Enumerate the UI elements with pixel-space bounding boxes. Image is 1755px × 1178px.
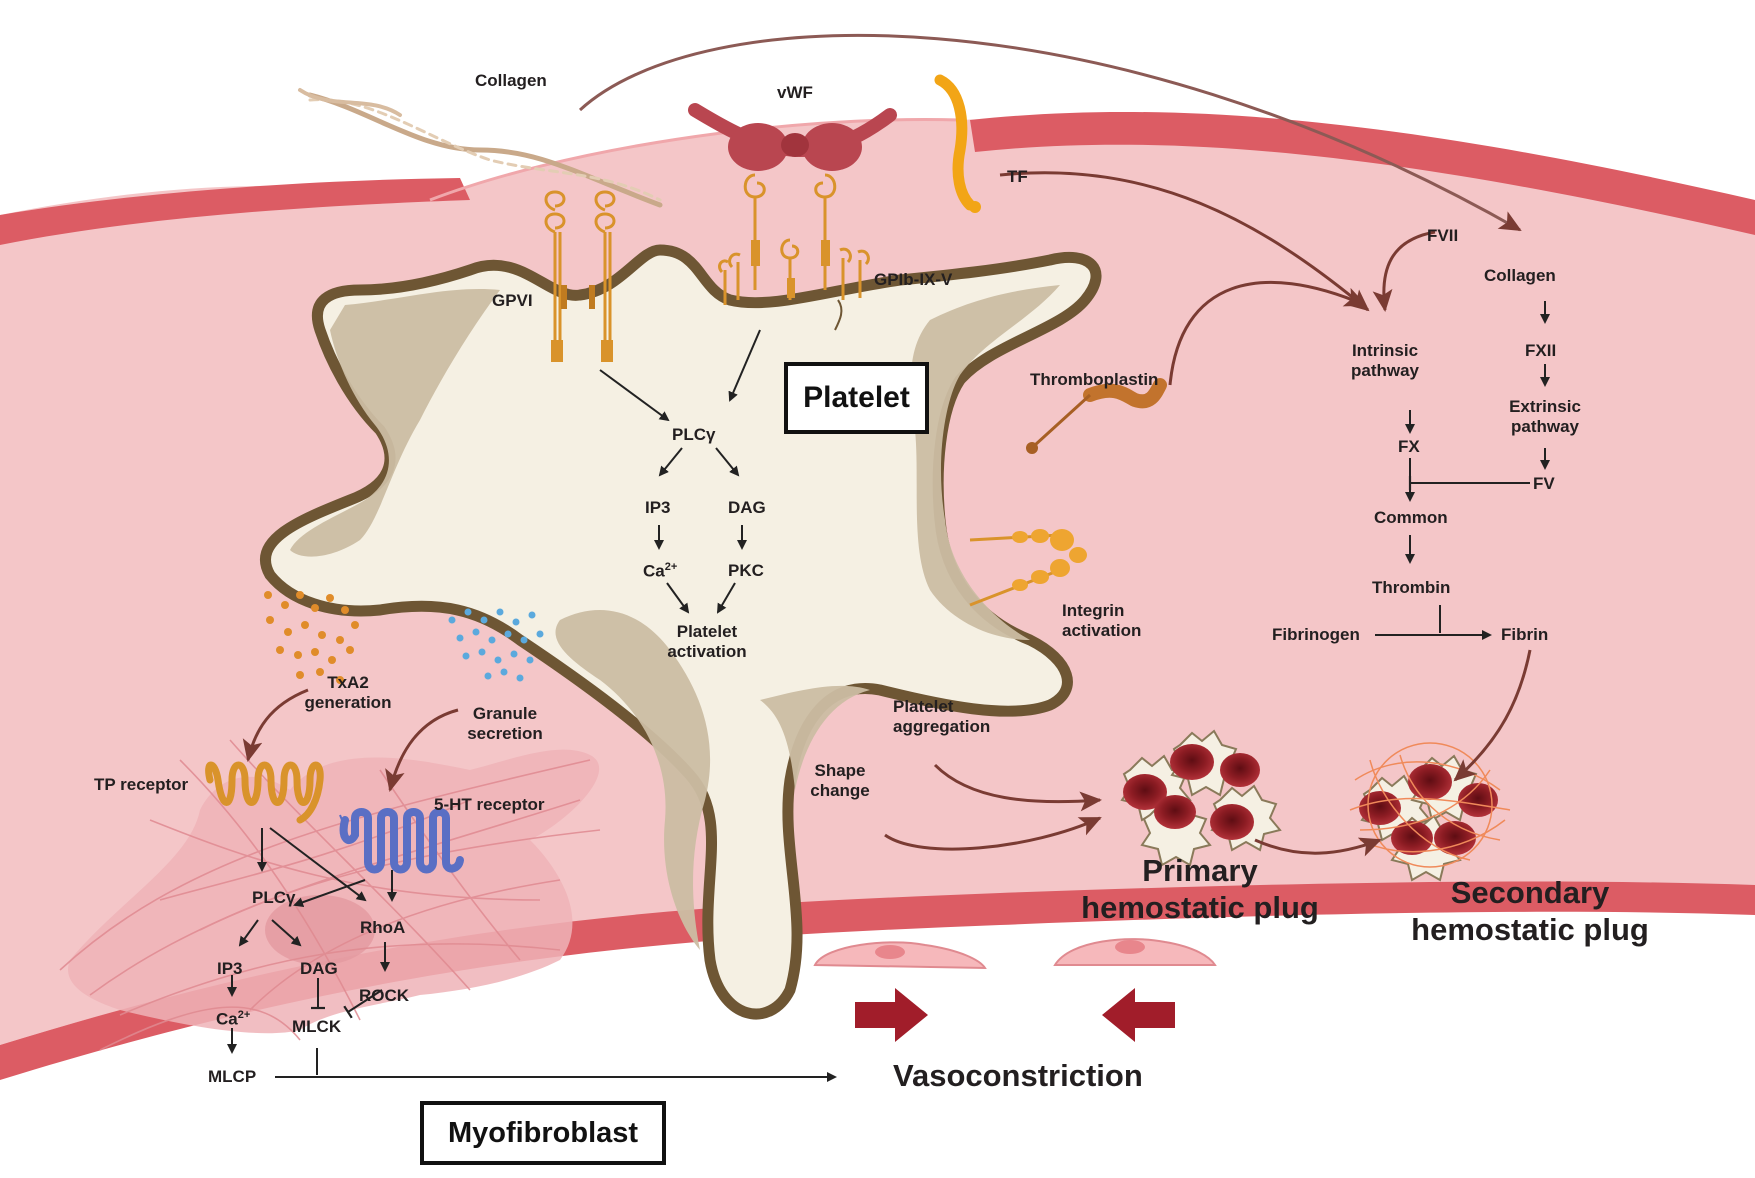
red-blood-cell: [1123, 774, 1167, 810]
fibrin-to-secondary-arrow: [1453, 649, 1532, 782]
platelet-cell: [260, 244, 1102, 1020]
fibrinogen-label: Fibrinogen: [1272, 625, 1360, 644]
vasoconstriction-label: Vasoconstriction: [893, 1058, 1143, 1093]
endothelial-cell: [813, 941, 987, 970]
myo-rock-label: ROCK: [359, 986, 410, 1005]
primary-to-secondary-arrow: [1254, 837, 1382, 857]
red-blood-cell: [1408, 764, 1452, 800]
fxii-label: FXII: [1525, 341, 1557, 360]
myo-mlck-label: MLCK: [292, 1017, 342, 1036]
gpvi-receptor: [544, 190, 616, 362]
red-blood-cell: [1154, 795, 1196, 829]
platelet-title-box: Platelet: [784, 362, 929, 434]
calcium-label: Ca2+: [643, 561, 678, 581]
red-blood-cell: [1170, 744, 1214, 780]
common-label: Common: [1374, 508, 1448, 527]
pkc-label: PKC: [728, 561, 764, 580]
coagulation-arrows: [1375, 301, 1550, 640]
red-blood-cell: [1210, 804, 1254, 840]
vwf-label: vWF: [777, 83, 813, 102]
secondary-plug-cluster: [1349, 742, 1511, 882]
myofibroblast-signal-arrows: [227, 827, 837, 1082]
5ht-receptor-label: 5-HT receptor: [434, 795, 545, 814]
thrombin-label: Thrombin: [1372, 578, 1451, 597]
myo-calcium-label: Ca2+: [216, 1009, 251, 1029]
integrin-receptor: [969, 529, 1087, 607]
platelet-inner-ring: [290, 285, 1060, 950]
myo-dag-label: DAG: [300, 959, 338, 978]
vessel-wall-upper-right: [970, 111, 1755, 235]
fibrin-label: Fibrin: [1501, 625, 1549, 644]
thromboplastin-to-intrinsic-arrow: [1168, 280, 1367, 386]
fx-label: FX: [1398, 437, 1420, 456]
primary-plug-cluster: [1120, 729, 1282, 867]
myo-plcg-label: PLCγ: [252, 888, 296, 907]
shape-to-primary-arrow: [884, 816, 1102, 851]
collagen-fiber: [298, 88, 663, 208]
aggregation-to-primary-arrow: [933, 763, 1102, 812]
5ht-receptor-icon: [339, 808, 464, 874]
vessel-wall-upper-left: [0, 178, 470, 245]
gpib-label: GPIb-IX-V: [874, 270, 953, 289]
gpvi-label: GPVI: [492, 291, 533, 310]
fvii-to-intrinsic-arrow: [1372, 230, 1436, 312]
red-blood-cell: [1220, 753, 1260, 787]
granule-particles: [448, 608, 544, 682]
myofibroblast-title-box: Myofibroblast: [420, 1101, 666, 1165]
txa2-particles: [264, 591, 359, 684]
tp-receptor-label: TP receptor: [94, 775, 189, 794]
tissue-factor: [934, 74, 981, 213]
txa2-to-tp-arrow: [242, 688, 309, 762]
platelet-signal-arrows: [599, 329, 761, 614]
fvii-label: FVII: [1427, 226, 1459, 245]
ip3-label: IP3: [645, 498, 671, 517]
plcg-label: PLCγ: [672, 425, 716, 444]
platelet-pseudopod-tip: [725, 846, 779, 976]
myo-ip3-label: IP3: [217, 959, 243, 978]
red-blood-cell: [1391, 821, 1433, 855]
dag-label: DAG: [728, 498, 766, 517]
vasoconstriction-arrows: [855, 988, 1175, 1042]
tf-label: TF: [1007, 167, 1028, 186]
pathway-arrows: [242, 33, 1532, 857]
fv-label: FV: [1533, 474, 1555, 493]
granule-to-5ht-arrow: [385, 708, 459, 792]
thromboplastin-molecule: [1026, 378, 1167, 454]
endothelial-cell: [1053, 938, 1217, 966]
tp-receptor-icon: [205, 761, 324, 824]
gpib-receptor: [718, 173, 870, 331]
myo-mlcp-label: MLCP: [208, 1067, 257, 1086]
vwf-molecule: [688, 103, 897, 171]
red-blood-cell: [1458, 783, 1498, 817]
thromboplastin-label: Thromboplastin: [1030, 370, 1159, 389]
myo-rhoa-label: RhoA: [360, 918, 406, 937]
tf-to-intrinsic-arrow: [999, 171, 1370, 312]
collagen-to-cascade-arrow: [578, 33, 1522, 232]
collagen-cascade-label: Collagen: [1484, 266, 1556, 285]
collagen-label: Collagen: [475, 71, 547, 90]
